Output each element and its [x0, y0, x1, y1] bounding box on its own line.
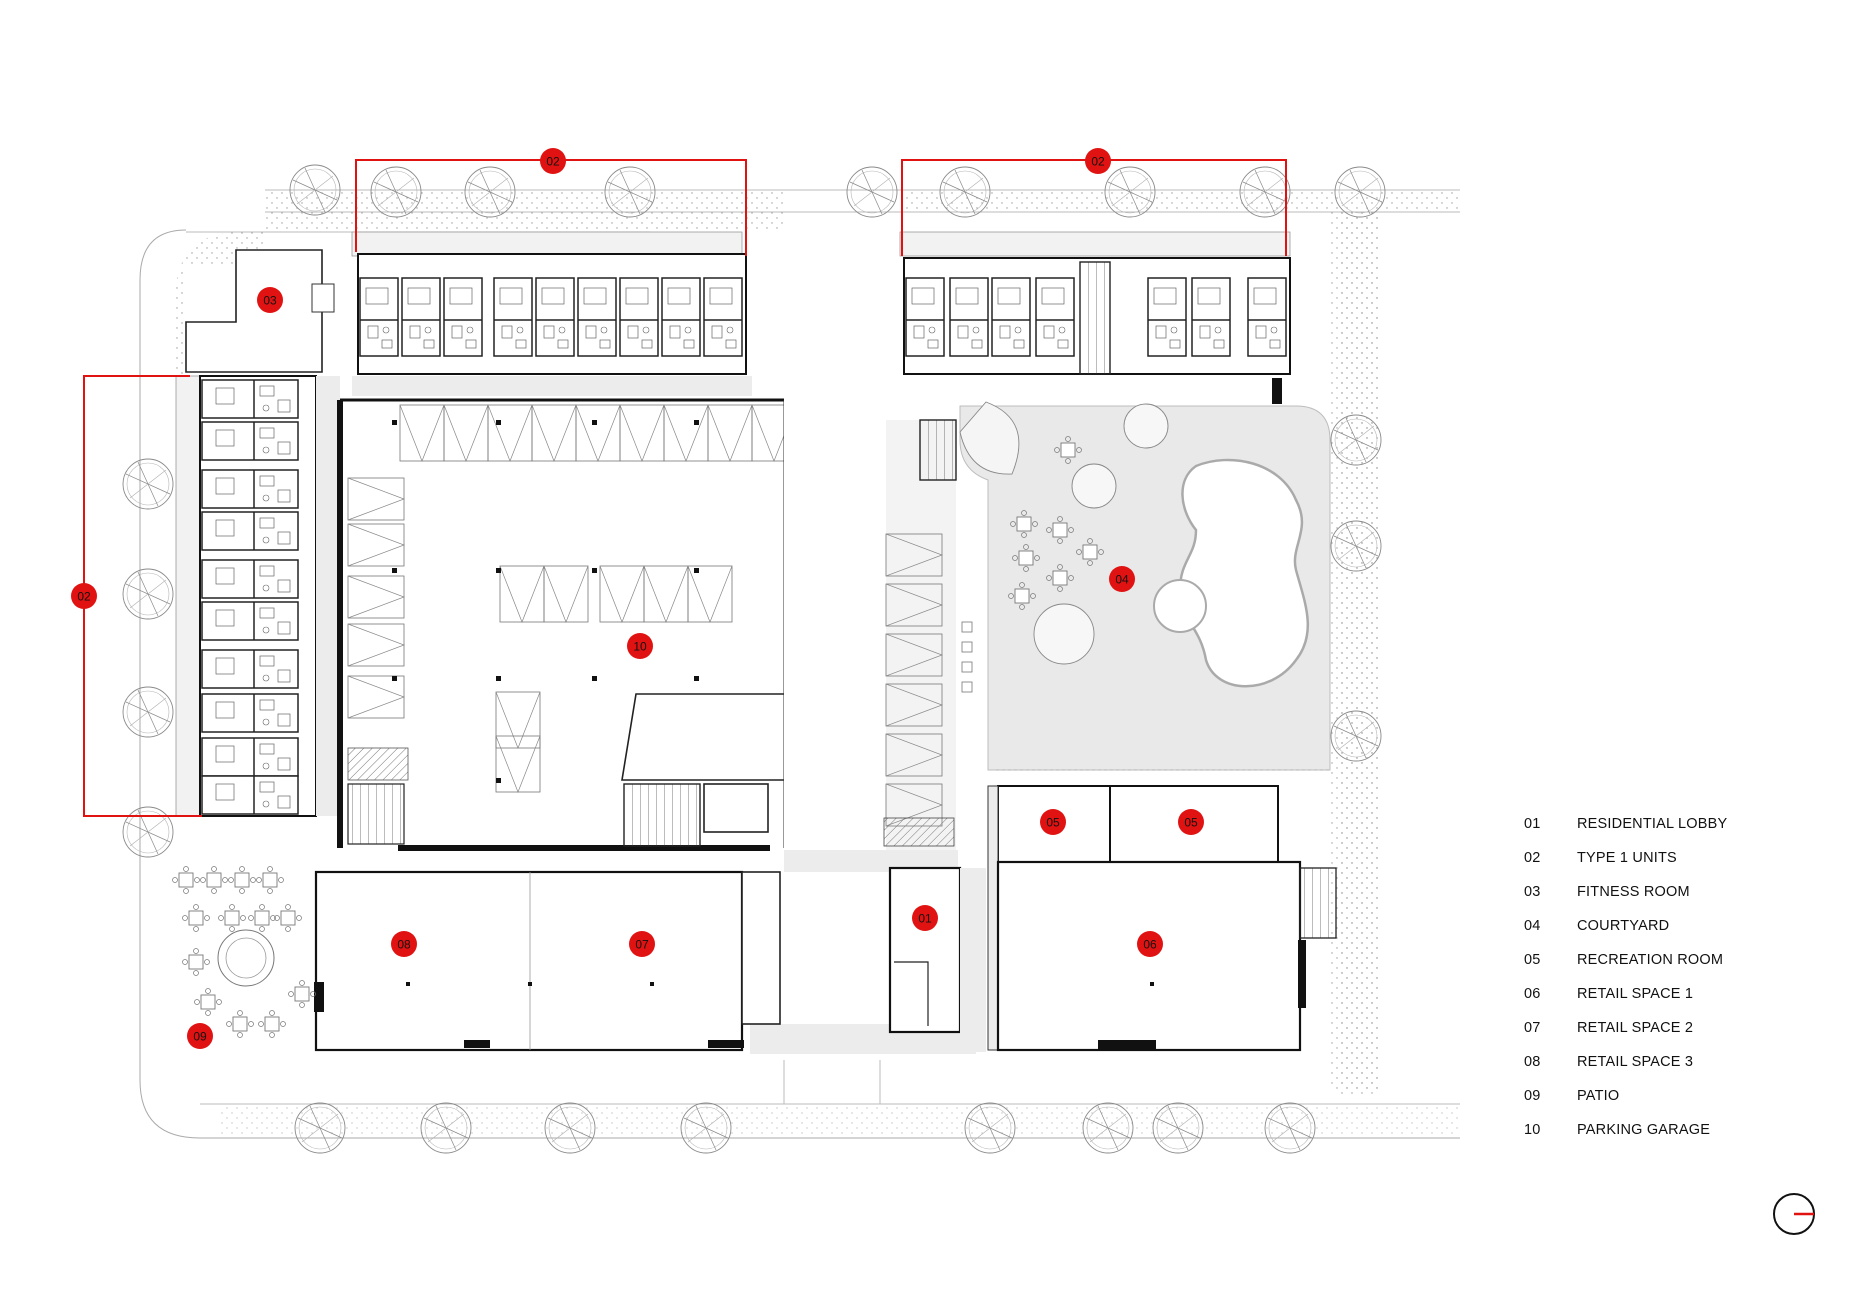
room-marker: 02: [71, 583, 97, 609]
room-marker-label: 02: [546, 155, 560, 169]
room-marker-dot: [257, 287, 283, 313]
courtyard: [959, 401, 1331, 771]
site-context: [139, 189, 1460, 1139]
legend-label: RETAIL SPACE 3: [1577, 1054, 1694, 1070]
room-marker-dot: [1178, 809, 1204, 835]
room-marker-label: 07: [635, 938, 649, 952]
legend-number: 06: [1524, 986, 1541, 1002]
room-marker: 02: [1085, 148, 1111, 174]
legend-label: RECREATION ROOM: [1577, 952, 1724, 968]
room-marker-label: 06: [1143, 938, 1157, 952]
legend-row: 01 RESIDENTIAL LOBBY: [1524, 816, 1844, 850]
room-marker-label: 09: [193, 1030, 207, 1044]
room-marker: 08: [391, 931, 417, 957]
room-marker-label: 02: [77, 590, 91, 604]
room-marker-dot: [629, 931, 655, 957]
room-marker-dot: [540, 148, 566, 174]
legend-row: 07 RETAIL SPACE 2: [1524, 1020, 1844, 1054]
legend-row: 09 PATIO: [1524, 1088, 1844, 1122]
legend-number: 02: [1524, 850, 1541, 866]
legend-number: 04: [1524, 918, 1541, 934]
legend-label: PARKING GARAGE: [1577, 1122, 1711, 1138]
room-marker: 06: [1137, 931, 1163, 957]
unit-row-top-right: [899, 231, 1291, 404]
legend-row: 05 RECREATION ROOM: [1524, 952, 1844, 986]
retail-spaces: [314, 860, 1337, 1052]
unit-row-top-left: [351, 231, 752, 396]
room-marker-dot: [391, 931, 417, 957]
legend-number: 01: [1524, 816, 1541, 832]
legend-row: 06 RETAIL SPACE 1: [1524, 986, 1844, 1020]
room-marker: 01: [912, 905, 938, 931]
room-marker-dot: [187, 1023, 213, 1049]
patio: [172, 866, 316, 1038]
room-marker: 10: [627, 633, 653, 659]
legend-label: RETAIL SPACE 1: [1577, 986, 1694, 1002]
room-marker-label: 10: [633, 640, 647, 654]
fitness-room: [185, 249, 335, 373]
room-marker-label: 04: [1115, 573, 1129, 587]
room-marker-label: 01: [918, 912, 932, 926]
legend-label: TYPE 1 UNITS: [1577, 850, 1677, 866]
legend-number: 08: [1524, 1054, 1541, 1070]
legend-label: FITNESS ROOM: [1577, 884, 1690, 900]
room-marker-dot: [627, 633, 653, 659]
legend-row: 03 FITNESS ROOM: [1524, 884, 1844, 918]
room-marker-label: 02: [1091, 155, 1105, 169]
legend-number: 03: [1524, 884, 1541, 900]
residential-lobby: [888, 866, 986, 1052]
legend-label: RETAIL SPACE 2: [1577, 1020, 1694, 1036]
room-marker-dot: [1137, 931, 1163, 957]
legend-number: 09: [1524, 1088, 1541, 1104]
room-marker-dot: [71, 583, 97, 609]
room-marker-label: 05: [1046, 816, 1060, 830]
legend-number: 10: [1524, 1122, 1541, 1138]
room-marker-label: 03: [263, 294, 277, 308]
room-marker-dot: [1040, 809, 1066, 835]
room-marker-dot: [1085, 148, 1111, 174]
room-marker: 09: [187, 1023, 213, 1049]
room-marker: 05: [1178, 809, 1204, 835]
room-marker: 02: [540, 148, 566, 174]
unit-column-left: [175, 375, 340, 817]
legend: 01 RESIDENTIAL LOBBY 02 TYPE 1 UNITS 03 FIT…: [1524, 816, 1844, 1156]
room-marker: 07: [629, 931, 655, 957]
legend-label: COURTYARD: [1577, 918, 1670, 934]
legend-label: PATIO: [1577, 1088, 1620, 1104]
room-marker: 04: [1109, 566, 1135, 592]
room-marker-dot: [1109, 566, 1135, 592]
legend-row: 04 COURTYARD: [1524, 918, 1844, 952]
legend-label: RESIDENTIAL LOBBY: [1577, 816, 1728, 832]
parking-garage: [337, 398, 797, 851]
room-marker: 05: [1040, 809, 1066, 835]
room-markers: 02 02 02 03 04 10 05 05 01 08 07 06 09: [71, 148, 1204, 1049]
legend-number: 05: [1524, 952, 1541, 968]
room-marker: 03: [257, 287, 283, 313]
drive-aisle: [750, 250, 976, 1054]
room-marker-dot: [912, 905, 938, 931]
legend-number: 07: [1524, 1020, 1541, 1036]
legend-row: 02 TYPE 1 UNITS: [1524, 850, 1844, 884]
north-arrow-icon: [1773, 1193, 1815, 1235]
legend-row: 08 RETAIL SPACE 3: [1524, 1054, 1844, 1088]
room-marker-label: 08: [397, 938, 411, 952]
room-marker-label: 05: [1184, 816, 1198, 830]
legend-row: 10 PARKING GARAGE: [1524, 1122, 1844, 1156]
